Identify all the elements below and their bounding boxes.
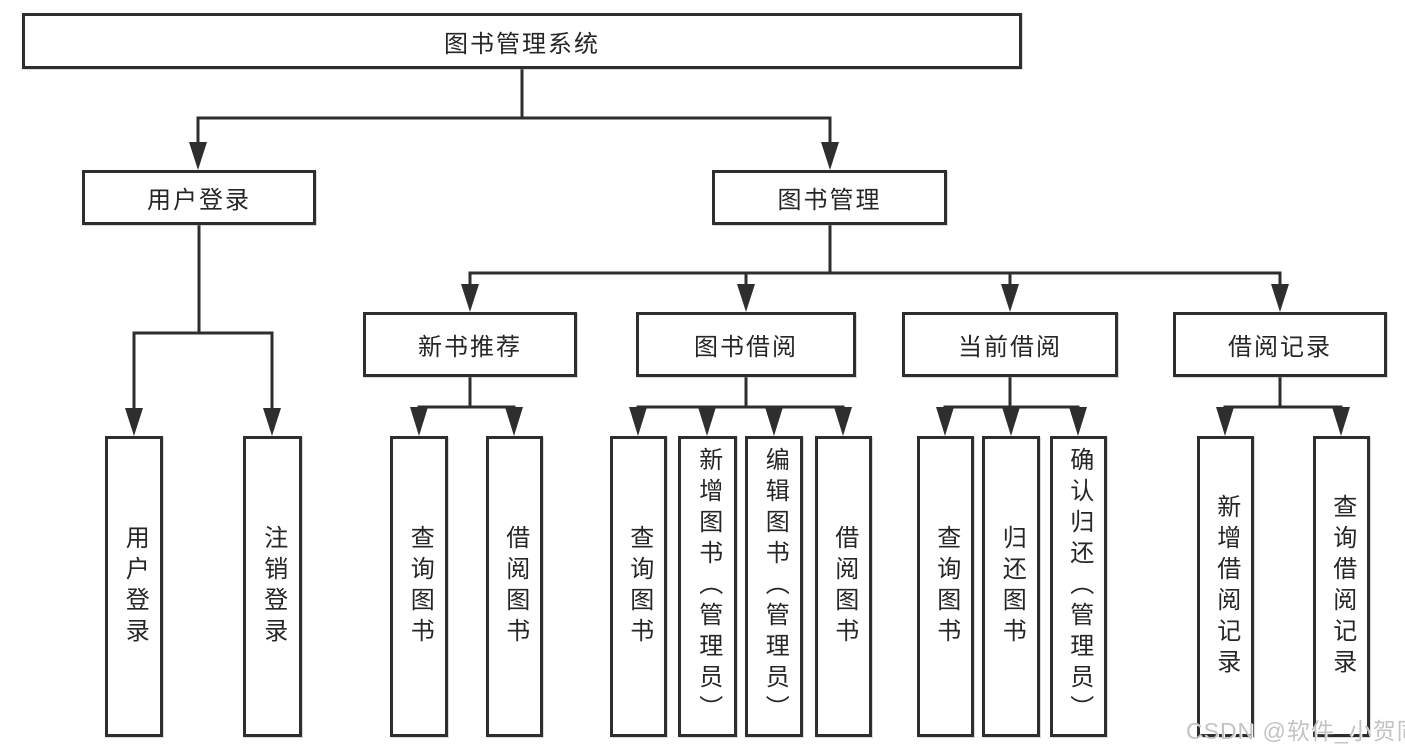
leaf-query-books-borrow: 查询图书 — [610, 436, 667, 737]
leaf-edit-book-admin-label: 编辑图书（管理员） — [761, 447, 789, 726]
leaf-logout: 注销登录 — [243, 436, 302, 737]
leaf-borrow-books-recommend-label: 借阅图书 — [501, 524, 529, 649]
node-borrow-record: 借阅记录 — [1173, 312, 1387, 377]
leaf-logout-label: 注销登录 — [259, 524, 287, 649]
leaf-return-book-label: 归还图书 — [998, 524, 1026, 649]
node-new-book-recommend: 新书推荐 — [363, 312, 577, 377]
leaf-add-borrow-record-label: 新增借阅记录 — [1212, 493, 1240, 680]
node-user-login: 用户登录 — [82, 170, 316, 225]
node-new-book-recommend-label: 新书推荐 — [418, 334, 522, 361]
node-current-borrow-label: 当前借阅 — [958, 334, 1062, 361]
node-book-management-label: 图书管理 — [777, 187, 882, 214]
leaf-user-login: 用户登录 — [105, 436, 163, 737]
node-root-label: 图书管理系统 — [444, 30, 600, 58]
node-borrow-record-label: 借阅记录 — [1228, 334, 1332, 361]
leaf-query-books-current-label: 查询图书 — [932, 524, 960, 649]
node-current-borrow: 当前借阅 — [902, 312, 1118, 377]
watermark-text: CSDN @软件_小贺同学 — [1186, 718, 1405, 744]
node-book-borrow-label: 图书借阅 — [694, 334, 798, 361]
leaf-borrow-books-label: 借阅图书 — [830, 524, 858, 649]
leaf-add-book-admin: 新增图书（管理员） — [678, 436, 737, 737]
leaf-query-books-recommend: 查询图书 — [390, 436, 448, 737]
node-user-login-label: 用户登录 — [147, 187, 251, 214]
leaf-edit-book-admin: 编辑图书（管理员） — [745, 436, 803, 737]
leaf-return-book: 归还图书 — [982, 436, 1040, 737]
leaf-add-borrow-record: 新增借阅记录 — [1197, 436, 1254, 737]
leaf-query-books-recommend-label: 查询图书 — [406, 524, 434, 649]
node-root: 图书管理系统 — [22, 13, 1022, 69]
node-book-borrow: 图书借阅 — [636, 312, 856, 377]
node-book-management: 图书管理 — [712, 170, 947, 225]
leaf-query-borrow-record-label: 查询借阅记录 — [1328, 493, 1356, 680]
leaf-query-books-borrow-label: 查询图书 — [625, 524, 653, 649]
leaf-query-books-current: 查询图书 — [917, 436, 974, 737]
leaf-borrow-books-recommend: 借阅图书 — [486, 436, 543, 737]
leaf-confirm-return-admin-label: 确认归还（管理员） — [1065, 447, 1093, 726]
leaf-add-book-admin-label: 新增图书（管理员） — [694, 447, 722, 726]
leaf-borrow-books: 借阅图书 — [815, 436, 872, 737]
leaf-query-borrow-record: 查询借阅记录 — [1313, 436, 1370, 737]
leaf-user-login-label: 用户登录 — [121, 524, 149, 649]
leaf-confirm-return-admin: 确认归还（管理员） — [1050, 436, 1107, 737]
